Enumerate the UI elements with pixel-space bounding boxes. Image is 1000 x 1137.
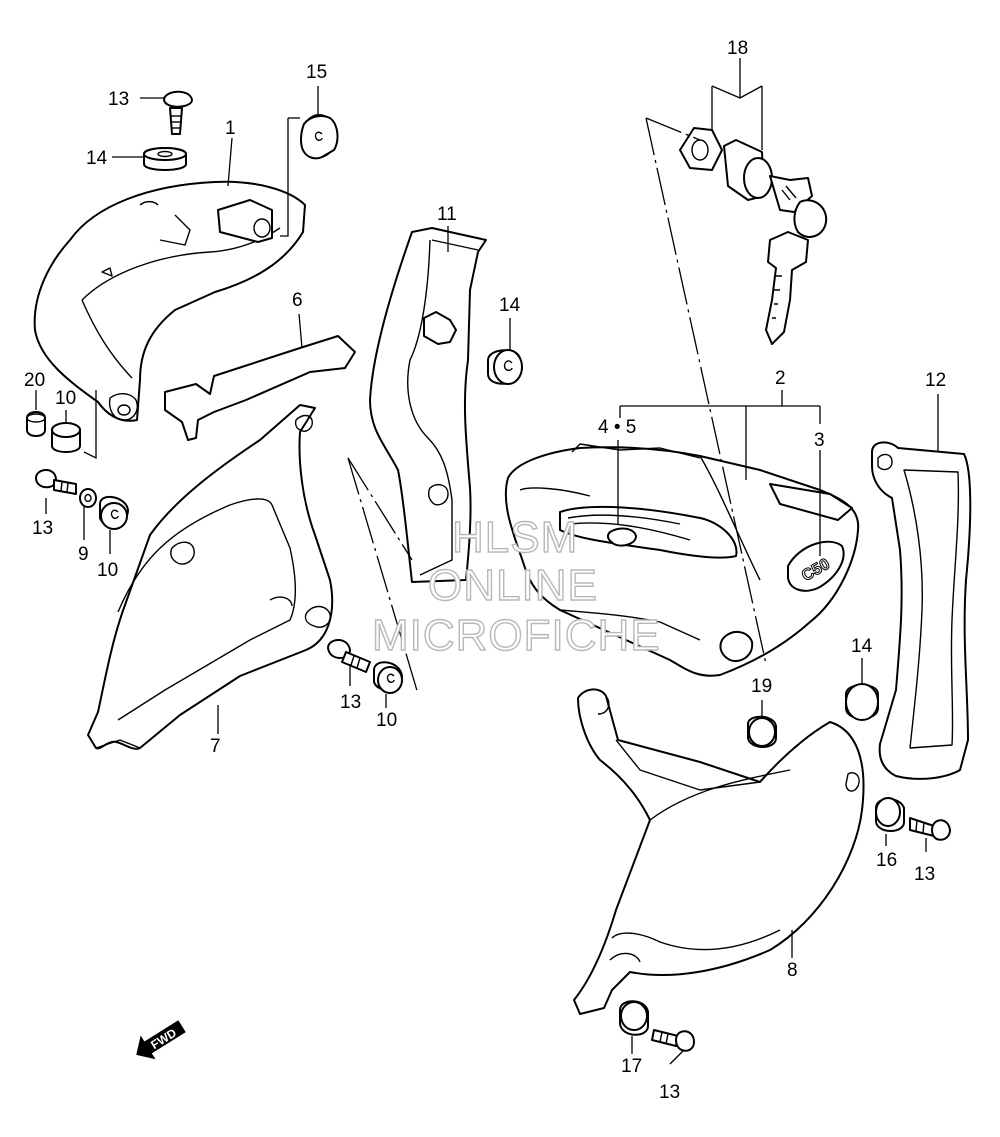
assembly-dash-lines bbox=[347, 117, 767, 695]
part-15-grommet bbox=[300, 114, 339, 160]
callout-14-right: 14 bbox=[851, 636, 873, 657]
callout-13-bottom: 13 bbox=[659, 1082, 680, 1103]
callout-13-right: 13 bbox=[914, 864, 935, 885]
callout-11: 11 bbox=[437, 204, 457, 225]
callout-13-mid: 13 bbox=[340, 692, 361, 713]
part-14-grommet-top bbox=[143, 147, 187, 171]
callout-12: 12 bbox=[925, 370, 946, 391]
callout-13-top: 13 bbox=[108, 89, 129, 110]
part-10-grommet-left-lower bbox=[99, 495, 129, 530]
leader-lines bbox=[35, 58, 939, 1065]
watermark-line-2: ONLINE bbox=[428, 561, 598, 610]
part-10-grommet-mid bbox=[373, 661, 403, 694]
callout-17: 17 bbox=[621, 1056, 642, 1077]
callout-20: 20 bbox=[24, 370, 45, 391]
callout-2: 2 bbox=[775, 368, 786, 389]
part-13-bolt-left bbox=[35, 469, 77, 495]
part-18-lock-set bbox=[679, 127, 828, 345]
part-8-right-cover bbox=[573, 688, 865, 1015]
part-2-seat-cowl: C50 bbox=[504, 443, 860, 677]
part-1-head-cover bbox=[33, 180, 306, 422]
callout-1: 1 bbox=[225, 118, 236, 139]
callout-4-5: 4 • 5 bbox=[598, 417, 636, 438]
part-12-bracket-right bbox=[871, 441, 972, 780]
part-13-bolt-right bbox=[909, 817, 951, 841]
callout-16: 16 bbox=[876, 850, 897, 871]
callout-14-top: 14 bbox=[86, 148, 108, 169]
part-14-grommet-mid bbox=[487, 349, 523, 385]
part-14-grommet-right bbox=[845, 683, 879, 721]
callout-3: 3 bbox=[814, 430, 825, 451]
callout-10-left-lower: 10 bbox=[97, 560, 118, 581]
part-19-grommet bbox=[747, 715, 777, 748]
callout-10-mid: 10 bbox=[376, 710, 397, 731]
watermark-line-1: HLSM bbox=[452, 513, 578, 562]
callout-10-left-upper: 10 bbox=[55, 388, 76, 409]
callout-15: 15 bbox=[306, 62, 327, 83]
part-6-plate bbox=[164, 335, 356, 441]
watermark: HLSM ONLINE MICROFICHE bbox=[371, 512, 661, 660]
callout-14-mid: 14 bbox=[499, 295, 521, 316]
part-16-collar bbox=[875, 797, 905, 832]
part-10-grommet-left-upper bbox=[51, 422, 81, 453]
callout-8: 8 bbox=[787, 960, 798, 981]
callout-9: 9 bbox=[78, 544, 89, 565]
callout-19: 19 bbox=[751, 676, 772, 697]
part-13-bolt-top bbox=[163, 90, 193, 135]
part-13-bolt-mid bbox=[327, 639, 371, 673]
callout-13-left: 13 bbox=[32, 518, 53, 539]
part-9-washer bbox=[79, 488, 97, 508]
part-13-bolt-bottom bbox=[651, 1029, 695, 1052]
callout-6: 6 bbox=[292, 290, 303, 311]
callout-7: 7 bbox=[210, 736, 221, 757]
callout-labels: 13 14 1 15 6 20 10 13 9 10 7 13 10 11 14… bbox=[24, 38, 946, 1103]
part-11-bracket bbox=[369, 227, 487, 583]
part-7-left-cover bbox=[87, 404, 334, 750]
callout-18: 18 bbox=[727, 38, 748, 59]
forward-direction-badge: FWD bbox=[136, 1020, 186, 1060]
watermark-line-3: MICROFICHE bbox=[372, 611, 661, 660]
part-20-grommet bbox=[26, 411, 46, 437]
part-17-collar bbox=[619, 1000, 649, 1036]
